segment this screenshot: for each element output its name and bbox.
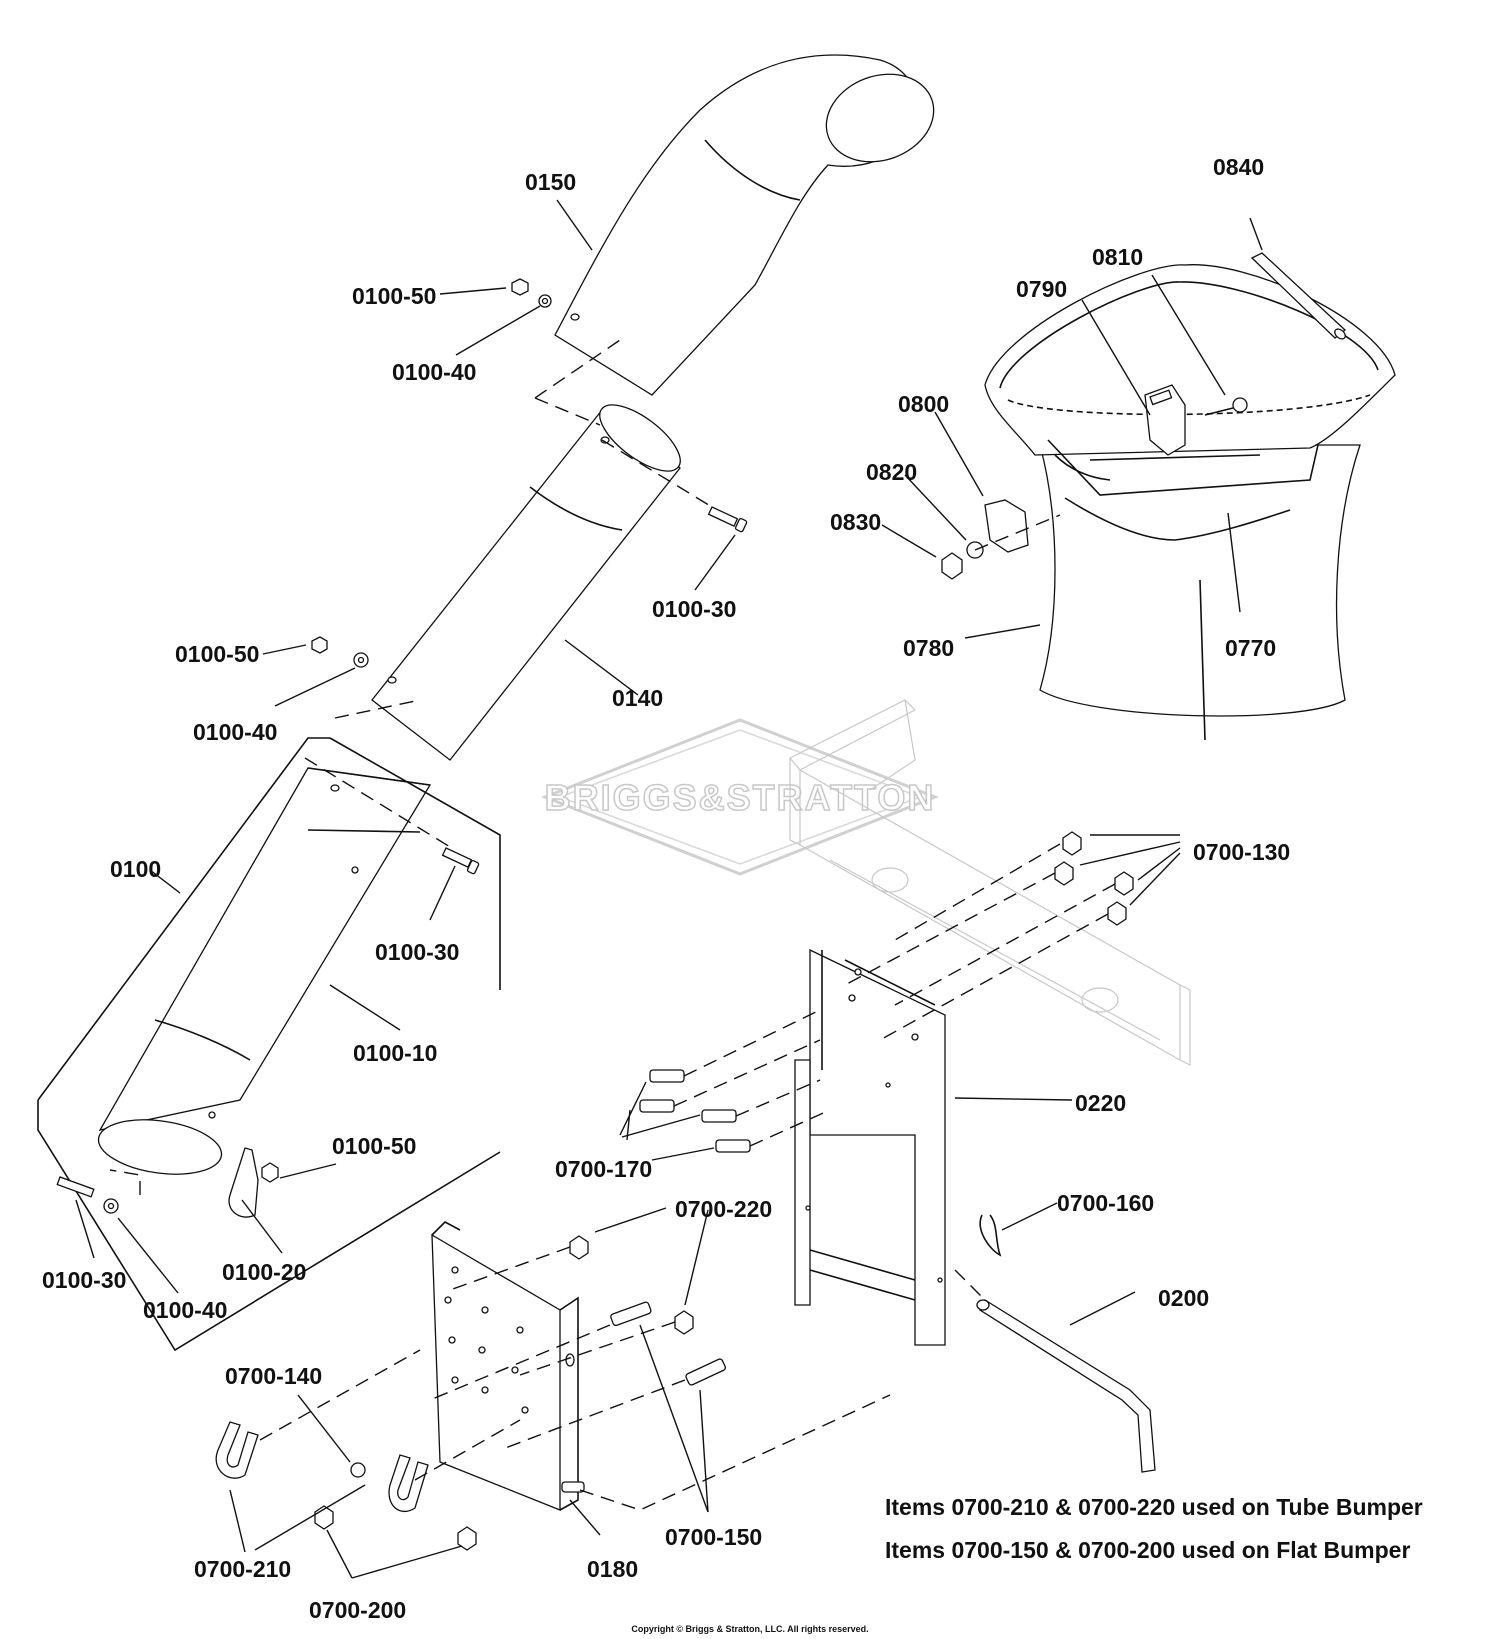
label-0100: 0100 — [110, 856, 161, 882]
assembly-lines-upper — [109, 339, 713, 1195]
label-0220: 0220 — [1075, 1090, 1126, 1116]
hitch-plate-0220 — [794, 948, 946, 1346]
bolt-icon — [56, 1176, 95, 1198]
label-0700-200: 0700-200 — [309, 1597, 406, 1623]
label-0790: 0790 — [1016, 276, 1067, 302]
label-0100-40-upper: 0100-40 — [392, 359, 476, 385]
hardware-hitch — [215, 831, 1134, 1551]
label-0100-50-upper: 0100-50 — [352, 283, 436, 309]
label-0100-20: 0100-20 — [222, 1259, 306, 1285]
label-0200: 0200 — [1158, 1285, 1209, 1311]
rod-0840 — [1250, 252, 1346, 340]
group-outline — [37, 737, 501, 1352]
label-0700-150: 0700-150 — [665, 1524, 762, 1550]
clip-hardware — [941, 499, 1061, 580]
leader-lines — [75, 199, 1263, 1579]
watermark-text: BRIGGS&STRATTON — [545, 777, 936, 818]
label-0820: 0820 — [866, 459, 917, 485]
label-0700-170: 0700-170 — [555, 1156, 652, 1182]
note-tube-bumper: Items 0700-210 & 0700-220 used on Tube B… — [885, 1494, 1423, 1520]
label-0700-210: 0700-210 — [194, 1556, 291, 1582]
label-0140: 0140 — [612, 685, 663, 711]
bolt-icon — [441, 847, 473, 868]
note-flat-bumper: Items 0700-150 & 0700-200 used on Flat B… — [885, 1537, 1410, 1563]
label-0100-30-middle: 0100-30 — [375, 939, 459, 965]
hardware-upper — [311, 278, 748, 875]
label-0100-50-lower: 0100-50 — [332, 1133, 416, 1159]
label-0100-40-lower: 0100-40 — [143, 1297, 227, 1323]
label-0770: 0770 — [1225, 635, 1276, 661]
bolt-icon — [707, 506, 739, 527]
label-0100-40-middle: 0100-40 — [193, 719, 277, 745]
nut-icon — [511, 278, 529, 296]
label-0840: 0840 — [1213, 154, 1264, 180]
label-0810: 0810 — [1092, 244, 1143, 270]
clip-icon — [984, 499, 1029, 553]
label-0700-140: 0700-140 — [225, 1363, 322, 1389]
label-0100-30-lower: 0100-30 — [42, 1267, 126, 1293]
hardware-lower-chute — [56, 1147, 279, 1218]
label-0100-10: 0100-10 — [353, 1040, 437, 1066]
usage-notes: Items 0700-210 & 0700-220 used on Tube B… — [885, 1494, 1423, 1563]
brand-watermark: BRIGGS&STRATTON — [540, 718, 940, 876]
pin-0200 — [976, 1214, 1156, 1473]
plate-0180 — [431, 1221, 585, 1511]
nut-icon — [261, 1162, 279, 1183]
middle-chute-tube — [371, 404, 681, 761]
lower-chute-tube — [97, 767, 432, 1175]
bracket-icon — [228, 1147, 259, 1218]
label-0780: 0780 — [903, 635, 954, 661]
hole-icon — [570, 313, 580, 321]
nut-icon — [311, 636, 328, 654]
label-0100-50-middle: 0100-50 — [175, 641, 259, 667]
label-0100-30-upper: 0100-30 — [652, 596, 736, 622]
upper-chute-elbow — [554, 54, 935, 396]
label-0800: 0800 — [898, 391, 949, 417]
bag-assembly — [984, 264, 1396, 741]
assembly-lines-lower — [259, 843, 1116, 1511]
label-0700-220: 0700-220 — [675, 1196, 772, 1222]
label-0180: 0180 — [587, 1556, 638, 1582]
nut-icon — [941, 552, 963, 580]
copyright-footer: Copyright © Briggs & Stratton, LLC. All … — [631, 1624, 868, 1634]
label-0150: 0150 — [525, 169, 576, 195]
label-0830: 0830 — [830, 509, 881, 535]
label-0700-160: 0700-160 — [1057, 1190, 1154, 1216]
label-0700-130: 0700-130 — [1193, 839, 1290, 865]
part-labels: 0150 0100-50 0100-40 0100-30 0140 0100-5… — [42, 154, 1290, 1623]
